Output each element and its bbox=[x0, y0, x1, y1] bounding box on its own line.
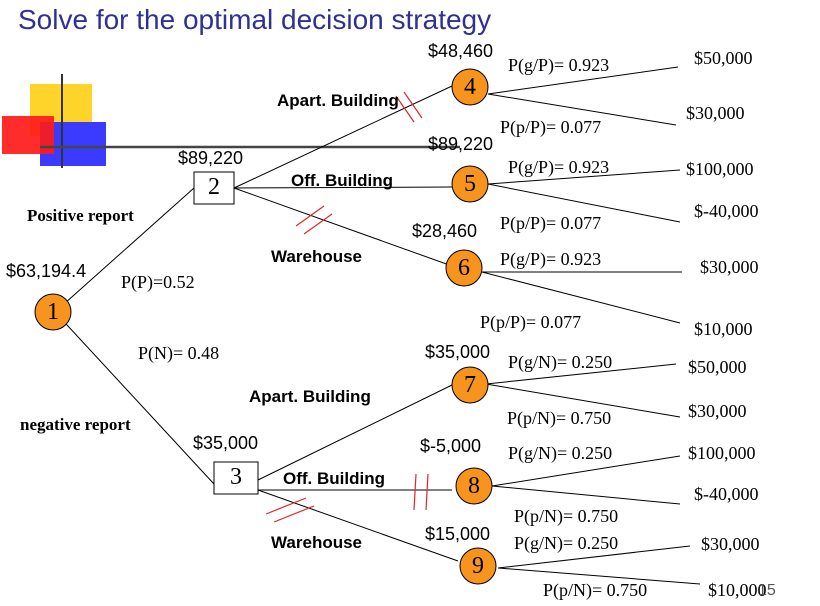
node-1-value: $63,194.4 bbox=[6, 261, 87, 281]
node-6-label: 6 bbox=[458, 255, 470, 281]
prob-negative: P(N)= 0.48 bbox=[138, 343, 220, 363]
node-7-value: $35,000 bbox=[425, 342, 491, 362]
prob-9-good: P(g/N)= 0.250 bbox=[514, 533, 619, 553]
prob-7-poor: P(p/N)= 0.750 bbox=[507, 408, 612, 428]
node-1-label: 1 bbox=[47, 299, 59, 325]
decision-node-3-shape bbox=[213, 461, 259, 495]
prob-6-good: P(g/P)= 0.923 bbox=[500, 249, 602, 269]
alt-apart-building-negative: Apart. Building bbox=[249, 387, 371, 406]
payoff-6-good: $30,000 bbox=[700, 257, 759, 277]
node-4-label: 4 bbox=[464, 74, 476, 100]
node-9-label: 9 bbox=[472, 553, 484, 579]
payoff-7-poor: $30,000 bbox=[688, 401, 747, 421]
payoff-5-poor: $-40,000 bbox=[694, 201, 759, 221]
tree-branches bbox=[54, 66, 701, 585]
node-5-value: $89,220 bbox=[428, 134, 494, 154]
alt-warehouse-negative: Warehouse bbox=[271, 533, 363, 552]
alt-off-building-negative: Off. Building bbox=[283, 469, 385, 488]
payoff-9-good: $30,000 bbox=[701, 534, 760, 554]
prob-7-good: P(g/N)= 0.250 bbox=[508, 352, 613, 372]
node-6-value: $28,460 bbox=[412, 221, 478, 241]
negative-report-label: negative report bbox=[20, 415, 131, 434]
pruned-branch-marks bbox=[265, 91, 429, 523]
node-7-label: 7 bbox=[464, 372, 476, 398]
prob-5-good: P(g/P)= 0.923 bbox=[508, 157, 610, 177]
payoff-8-poor: $-40,000 bbox=[694, 484, 759, 504]
prob-8-good: P(g/N)= 0.250 bbox=[508, 443, 613, 463]
payoff-4-poor: $30,000 bbox=[686, 103, 745, 123]
payoff-7-good: $50,000 bbox=[688, 357, 747, 377]
payoff-4-good: $50,000 bbox=[694, 48, 753, 68]
prob-8-poor: P(p/N)= 0.750 bbox=[514, 506, 619, 526]
alt-apart-building-positive: Apart. Building bbox=[277, 91, 399, 110]
payoff-6-poor: $10,000 bbox=[694, 319, 753, 339]
decorative-logo bbox=[2, 74, 460, 168]
prob-6-poor: P(p/P)= 0.077 bbox=[480, 312, 582, 332]
node-2-value: $89,220 bbox=[178, 148, 244, 168]
node-3-value: $35,000 bbox=[193, 433, 259, 453]
page-number: 15 bbox=[758, 582, 776, 599]
payoff-8-good: $100,000 bbox=[688, 443, 756, 463]
alt-off-building-positive: Off. Building bbox=[291, 171, 393, 190]
decision-node-2-shape bbox=[193, 171, 235, 205]
node-8-value: $-5,000 bbox=[420, 436, 482, 456]
chance-node-shapes bbox=[34, 68, 497, 585]
prob-4-good: P(g/P)= 0.923 bbox=[508, 55, 610, 75]
prob-9-poor: P(p/N)= 0.750 bbox=[543, 580, 648, 600]
prob-positive: P(P)=0.52 bbox=[121, 272, 195, 292]
payoff-9-poor: $10,000 bbox=[708, 580, 767, 600]
node-5-label: 5 bbox=[464, 171, 476, 197]
prob-5-poor: P(p/P)= 0.077 bbox=[500, 213, 602, 233]
payoff-5-good: $100,000 bbox=[686, 159, 754, 179]
alt-warehouse-positive: Warehouse bbox=[271, 247, 363, 266]
node-9-value: $15,000 bbox=[425, 524, 491, 544]
node-4-value: $48,460 bbox=[428, 41, 494, 61]
node-8-label: 8 bbox=[468, 473, 480, 499]
positive-report-label: Positive report bbox=[27, 206, 134, 225]
node-3-label: 3 bbox=[230, 464, 242, 490]
node-2-label: 2 bbox=[208, 174, 220, 200]
slide-title: Solve for the optimal decision strategy bbox=[18, 4, 492, 35]
prob-4-poor: P(p/P)= 0.077 bbox=[500, 117, 602, 137]
